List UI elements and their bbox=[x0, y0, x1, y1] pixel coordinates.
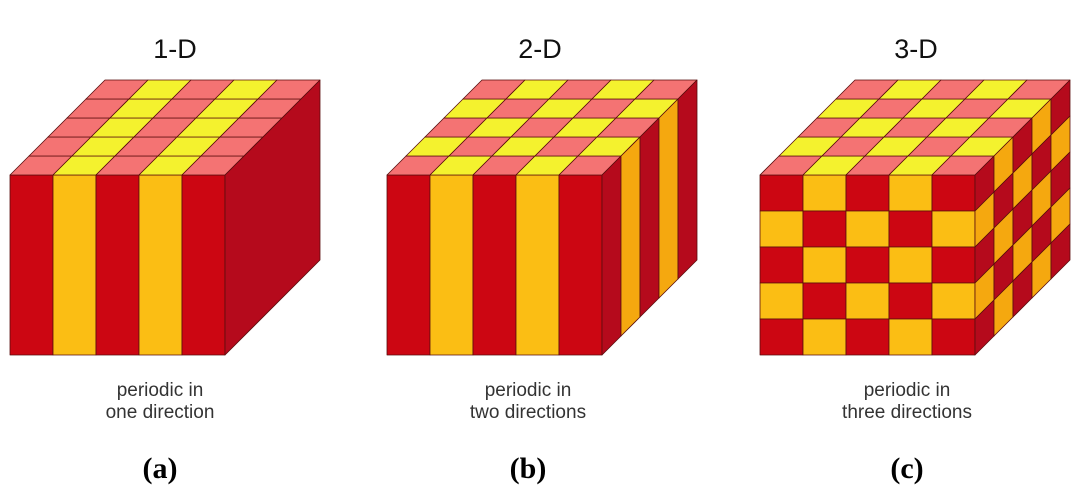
side-stripe bbox=[639, 117, 660, 318]
front-stripe bbox=[181, 174, 226, 356]
front-cell bbox=[845, 246, 890, 284]
panel-c-caption-line1: periodic in bbox=[864, 380, 951, 401]
side-stripe bbox=[620, 136, 641, 337]
front-cell bbox=[845, 318, 890, 356]
panel-b-cube bbox=[386, 79, 698, 356]
panel-a: 1-D periodic in one direction (a) bbox=[9, 34, 321, 485]
front-cell bbox=[802, 210, 847, 248]
front-cell bbox=[931, 246, 976, 284]
front-stripe bbox=[9, 174, 54, 356]
panel-b-title: 2-D bbox=[518, 34, 562, 64]
front-cell bbox=[931, 210, 976, 248]
front-stripe bbox=[52, 174, 97, 356]
panel-c: 3-D periodic in three directions (c) bbox=[759, 34, 1071, 485]
front-stripe bbox=[386, 174, 431, 356]
front-stripe bbox=[515, 174, 560, 356]
front-cell bbox=[888, 318, 933, 356]
side-cell bbox=[1050, 223, 1071, 280]
front-cell bbox=[888, 174, 933, 212]
front-cell bbox=[845, 210, 890, 248]
front-cell bbox=[802, 282, 847, 320]
front-cell bbox=[931, 282, 976, 320]
front-cell bbox=[931, 174, 976, 212]
panel-c-label: (c) bbox=[890, 452, 923, 485]
side-stripe bbox=[601, 155, 622, 356]
panel-a-caption-line2: one direction bbox=[106, 402, 215, 423]
front-cell bbox=[759, 174, 804, 212]
front-cell bbox=[845, 282, 890, 320]
panel-a-title: 1-D bbox=[153, 34, 197, 64]
front-cell bbox=[802, 246, 847, 284]
panel-a-cube bbox=[9, 79, 321, 356]
panel-a-caption-line1: periodic in bbox=[117, 380, 204, 401]
front-cell bbox=[802, 318, 847, 356]
front-stripe bbox=[95, 174, 140, 356]
front-cell bbox=[888, 246, 933, 284]
panel-b-caption-line2: two directions bbox=[470, 402, 586, 423]
front-cell bbox=[759, 210, 804, 248]
front-stripe bbox=[429, 174, 474, 356]
panel-a-label: (a) bbox=[143, 452, 178, 485]
side-stripe bbox=[677, 79, 698, 280]
panel-b-label: (b) bbox=[510, 452, 547, 485]
panel-b: 2-D periodic in two directions (b) bbox=[386, 34, 698, 485]
front-cell bbox=[802, 174, 847, 212]
panel-c-caption-line2: three directions bbox=[842, 402, 972, 423]
front-cell bbox=[759, 282, 804, 320]
panel-b-caption-line1: periodic in bbox=[485, 380, 572, 401]
front-cell bbox=[888, 210, 933, 248]
front-stripe bbox=[558, 174, 603, 356]
front-cell bbox=[888, 282, 933, 320]
side-stripe bbox=[658, 98, 679, 299]
panel-c-cube bbox=[759, 79, 1071, 356]
front-cell bbox=[931, 318, 976, 356]
side-face bbox=[224, 79, 321, 356]
panel-c-title: 3-D bbox=[894, 34, 938, 64]
front-cell bbox=[759, 318, 804, 356]
front-stripe bbox=[472, 174, 517, 356]
front-cell bbox=[759, 246, 804, 284]
front-stripe bbox=[138, 174, 183, 356]
front-cell bbox=[845, 174, 890, 212]
